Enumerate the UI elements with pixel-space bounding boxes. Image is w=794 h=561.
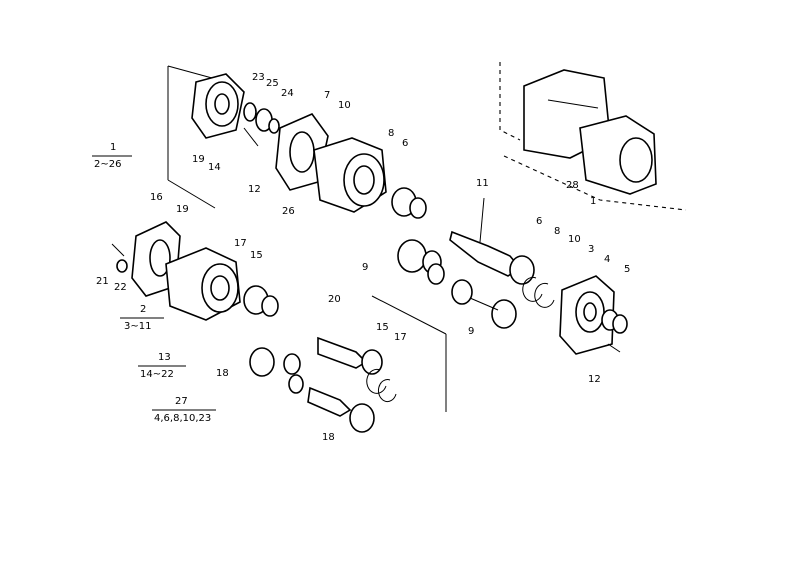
group-2-range: 3~11 xyxy=(124,321,151,332)
rings-15-17 xyxy=(366,368,397,403)
pump-body-lower xyxy=(165,247,241,321)
callout-10-right: 10 xyxy=(568,234,581,245)
callout-8-right: 8 xyxy=(554,226,560,237)
callout-10: 10 xyxy=(338,100,351,111)
callout-17-lower: 17 xyxy=(394,332,407,343)
pump-body-top xyxy=(313,137,387,213)
callout-17: 17 xyxy=(234,238,247,249)
group-label-1: 1 2~26 xyxy=(92,142,132,170)
group-label-2: 2 3~11 xyxy=(120,304,164,332)
group-27-range: 4,6,8,10,23 xyxy=(154,413,211,424)
callout-6: 6 xyxy=(402,138,408,149)
callout-22: 22 xyxy=(114,282,127,293)
rings-6-8 xyxy=(522,276,555,308)
callout-11: 11 xyxy=(476,178,489,189)
drive-shaft-11 xyxy=(449,197,535,285)
callout-8: 8 xyxy=(388,128,394,139)
callout-6-right: 6 xyxy=(536,216,542,227)
front-cover-19 xyxy=(191,73,245,139)
vehicle-inset xyxy=(499,62,687,211)
callout-4: 4 xyxy=(604,254,610,265)
group-27-number: 27 xyxy=(175,396,188,407)
gears-lower-9 xyxy=(451,279,517,329)
callout-15: 15 xyxy=(250,250,263,261)
callout-19: 19 xyxy=(192,154,205,165)
callout-15-lower: 15 xyxy=(376,322,389,333)
shaft-20 xyxy=(307,336,383,433)
callout-16: 16 xyxy=(150,192,163,203)
callout-5: 5 xyxy=(624,264,630,275)
callout-12-lower: 12 xyxy=(588,374,601,385)
callout-25: 25 xyxy=(266,78,279,89)
group-13-number: 13 xyxy=(158,352,171,363)
gears-top xyxy=(391,187,445,285)
gasket-plate-7 xyxy=(275,113,329,191)
group-label-13: 13 14~22 xyxy=(138,352,186,380)
callout-12: 12 xyxy=(248,184,261,195)
lower-assembly xyxy=(111,221,447,433)
group-2-number: 2 xyxy=(140,304,146,315)
callout-19-lower: 19 xyxy=(176,204,189,215)
callout-7: 7 xyxy=(324,90,330,101)
top-assembly xyxy=(167,65,628,355)
callout-21: 21 xyxy=(96,276,109,287)
callout-28: 28 xyxy=(566,180,579,191)
group-label-27: 27 4,6,8,10,23 xyxy=(152,396,216,424)
callout-9-lower: 9 xyxy=(468,326,474,337)
rear-cover-3 xyxy=(559,275,628,355)
callout-26: 26 xyxy=(282,206,295,217)
group-13-range: 14~22 xyxy=(140,369,174,380)
group-1-number: 1 xyxy=(110,142,116,153)
group-1-range: 2~26 xyxy=(94,159,121,170)
callout-23: 23 xyxy=(252,72,265,83)
callout-3: 3 xyxy=(588,244,594,255)
bolt-21-22 xyxy=(111,243,128,273)
callout-20: 20 xyxy=(328,294,341,305)
gears-lower-left xyxy=(243,285,304,394)
callout-9: 9 xyxy=(362,262,368,273)
callout-18-lower: 18 xyxy=(322,432,335,443)
callout-18: 18 xyxy=(216,368,229,379)
seal-washers xyxy=(243,102,280,147)
callout-1-inset: 1 xyxy=(590,196,596,207)
callout-24: 24 xyxy=(281,88,294,99)
callout-14: 14 xyxy=(208,162,221,173)
